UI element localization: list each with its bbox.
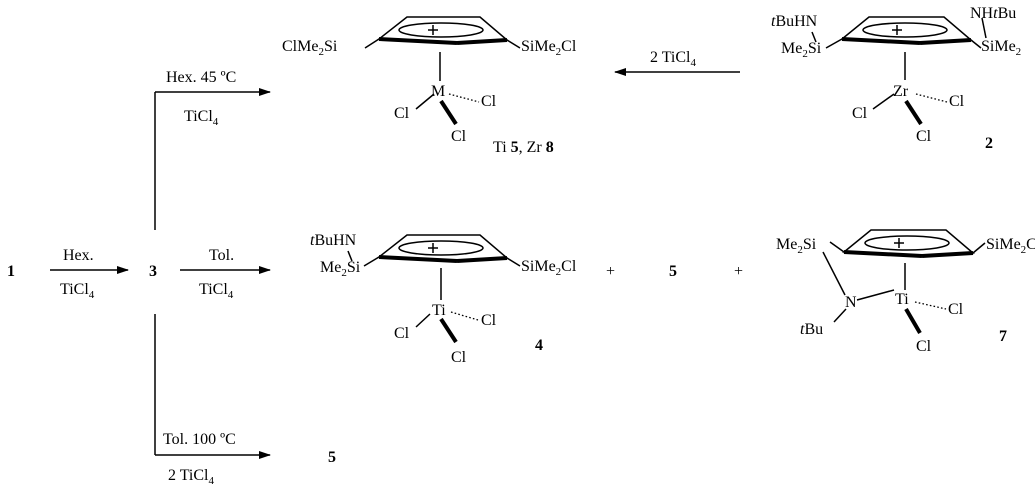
condition-hex: Hex. xyxy=(63,247,94,264)
svg-text:Cl: Cl xyxy=(852,105,868,122)
compound-5-bottom-label: 5 xyxy=(328,449,336,466)
svg-text:Ti: Ti xyxy=(895,291,909,308)
svg-text:Cl: Cl xyxy=(394,105,410,122)
svg-text:Cl: Cl xyxy=(394,325,410,342)
svg-text:Ti: Ti xyxy=(432,302,446,319)
svg-text:SiMe2: SiMe2 xyxy=(981,38,1021,58)
condition-2-ticl4-right: 2 TiCl4 xyxy=(650,49,696,69)
condition-tol-100: Tol. 100 ºC xyxy=(163,431,236,448)
compound-1-label: 1 xyxy=(7,263,15,280)
condition-2-ticl4-bottom: 2 TiCl4 xyxy=(168,467,214,486)
compound-5-8-structure: ClMe2Si SiMe2Cl M Cl Cl Cl xyxy=(282,16,577,145)
plus-sign-2: + xyxy=(734,263,743,280)
svg-text:Cl: Cl xyxy=(916,338,932,355)
svg-text:tBu: tBu xyxy=(800,321,823,338)
svg-text:Me2Si: Me2Si xyxy=(781,40,822,60)
compound-7-label: 7 xyxy=(999,328,1007,345)
svg-text:SiMe2Cl: SiMe2Cl xyxy=(986,236,1035,256)
svg-text:Cl: Cl xyxy=(481,93,497,110)
svg-text:SiMe2Cl: SiMe2Cl xyxy=(521,258,577,278)
svg-text:tBuHN: tBuHN xyxy=(771,13,818,30)
condition-ticl4-mid: TiCl4 xyxy=(199,281,234,301)
svg-text:N: N xyxy=(845,294,857,311)
svg-text:NHtBu: NHtBu xyxy=(970,5,1016,22)
condition-ticl4-top: TiCl4 xyxy=(184,108,219,128)
compound-4-label: 4 xyxy=(535,337,543,354)
compound-5-8-label: Ti 5, Zr 8 xyxy=(493,139,554,156)
condition-ticl4-left: TiCl4 xyxy=(60,281,95,301)
condition-tol: Tol. xyxy=(209,247,234,264)
compound-2-label: 2 xyxy=(985,135,993,152)
svg-text:ClMe2Si: ClMe2Si xyxy=(282,38,338,58)
compound-3-label: 3 xyxy=(149,263,157,280)
reaction-arrows xyxy=(50,68,740,459)
compound-5-mid-label: 5 xyxy=(669,263,677,280)
svg-text:Cl: Cl xyxy=(948,301,964,318)
reaction-conditions: Hex. 45 ºC TiCl4 2 TiCl4 Hex. TiCl4 Tol.… xyxy=(60,49,696,486)
compound-7-structure: Me2Si SiMe2Cl N Ti Cl tBu Cl xyxy=(776,229,1035,355)
plus-sign-1: + xyxy=(606,263,615,280)
compound-4-structure: tBuHN Me2Si SiMe2Cl Ti Cl Cl Cl xyxy=(310,232,577,366)
svg-text:Cl: Cl xyxy=(481,312,497,329)
svg-text:Cl: Cl xyxy=(451,349,467,366)
svg-text:Cl: Cl xyxy=(451,128,467,145)
condition-hex-45: Hex. 45 ºC xyxy=(166,69,236,86)
compound-labels: 1 3 5 + 5 + 4 7 2 Ti 5, Zr 8 xyxy=(7,135,1007,466)
svg-text:Me2Si: Me2Si xyxy=(776,236,817,256)
svg-text:Cl: Cl xyxy=(916,128,932,145)
svg-text:M: M xyxy=(431,83,445,100)
svg-text:Me2Si: Me2Si xyxy=(320,259,361,279)
svg-text:tBuHN: tBuHN xyxy=(310,232,357,249)
compound-2-structure: tBuHN Me2Si NHtBu SiMe2 Zr Cl Cl Cl xyxy=(771,5,1021,145)
svg-text:Zr: Zr xyxy=(893,83,909,100)
svg-text:SiMe2Cl: SiMe2Cl xyxy=(521,38,577,58)
svg-text:Cl: Cl xyxy=(949,93,965,110)
